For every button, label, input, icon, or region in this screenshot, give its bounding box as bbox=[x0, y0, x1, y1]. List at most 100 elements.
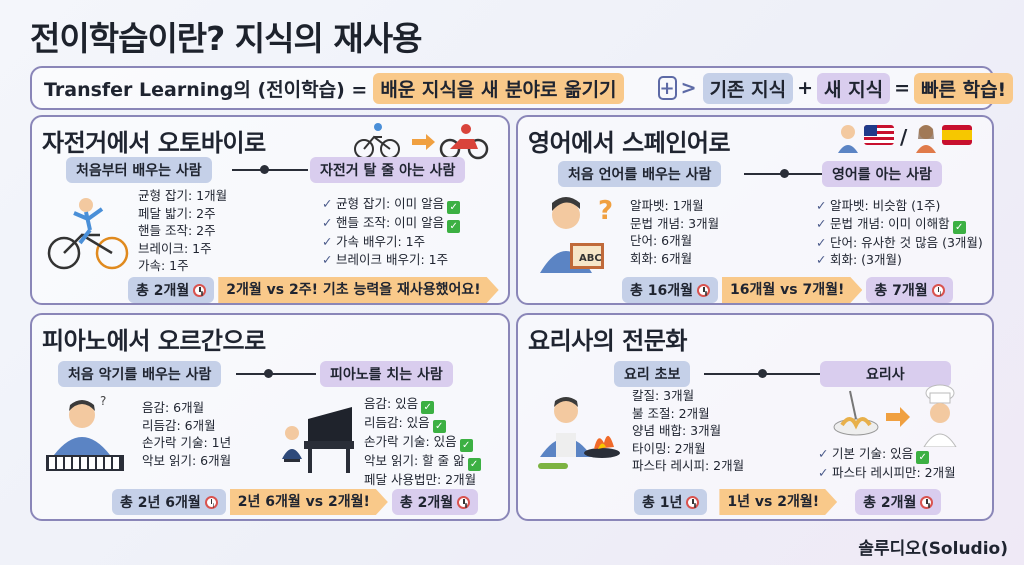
bottom-row: 총 2년 6개월 2년 6개월 vs 2개월! 총 2개월 bbox=[112, 489, 479, 515]
panel-title: 자전거에서 오토바이로 bbox=[42, 129, 266, 157]
comparison-arrow: 2년 6개월 vs 2개월! bbox=[230, 489, 388, 515]
us-flag-icon bbox=[864, 125, 894, 145]
connector-line bbox=[236, 373, 316, 375]
list-item: 브레이크: 1주 bbox=[138, 240, 212, 256]
falling-cyclist-icon bbox=[47, 198, 129, 270]
check-icon: ✓ bbox=[421, 401, 435, 414]
bottom-row: 총 1년 1년 vs 2개월! 총 2개월 bbox=[634, 489, 942, 515]
comparison-arrow: 2개월 vs 2주! 기초 능력을 재사용했어요! bbox=[218, 277, 498, 303]
slash-separator: / bbox=[900, 125, 908, 149]
list-item: 문법 개념: 3개월 bbox=[630, 215, 720, 231]
list-item: 페달 밟기: 2주 bbox=[138, 205, 216, 221]
list-item: 불 조절: 2개월 bbox=[632, 405, 710, 421]
alarm-clock-icon bbox=[204, 495, 218, 509]
alarm-clock-icon bbox=[931, 283, 945, 297]
list-item: 균형 잡기: 1개월 bbox=[138, 188, 228, 203]
person-icon bbox=[836, 123, 860, 153]
plus-icon: + bbox=[657, 76, 677, 100]
list-item: 핸들 조작: 2주 bbox=[138, 223, 216, 238]
check-icon: ✓ bbox=[447, 220, 461, 233]
panel-title: 요리사의 전문화 bbox=[528, 327, 687, 355]
right-items: 음감: 있음✓ 리듬감: 있음✓ 손가락 기술: 있음✓ 악보 읽기: 할 줄 … bbox=[364, 395, 481, 489]
left-label: 처음 악기를 배우는 사람 bbox=[58, 361, 222, 387]
connector-dot bbox=[780, 169, 789, 178]
list-item: 알파벳: 비슷함 (1주) bbox=[816, 197, 983, 215]
list-item: 손가락 기술: 있음✓ bbox=[364, 433, 481, 452]
svg-text:ABC: ABC bbox=[579, 253, 602, 264]
panel-title: 피아노에서 오르간으로 bbox=[42, 327, 266, 355]
right-label: 피아노를 치는 사람 bbox=[320, 361, 453, 387]
bottom-row: 총 16개월 16개월 vs 7개월! 총 7개월 bbox=[622, 277, 953, 303]
comparison-arrow: 16개월 vs 7개월! bbox=[722, 277, 862, 303]
list-item: 리듬감: 있음✓ bbox=[364, 414, 481, 433]
chevron-right-icon: > bbox=[680, 77, 697, 99]
right-label: 영어를 아는 사람 bbox=[822, 161, 942, 187]
list-item: 회화: 6개월 bbox=[630, 250, 693, 266]
page-title: 전이학습이란? 지식의 재사용 bbox=[30, 19, 422, 58]
new-knowledge: 새 지식 bbox=[817, 72, 891, 104]
right-total: 총 2개월 bbox=[855, 489, 942, 515]
alarm-clock-icon bbox=[697, 283, 710, 297]
left-total: 총 2년 6개월 bbox=[112, 489, 226, 515]
list-item: 단어: 유사한 것 많음 (3개월) bbox=[816, 234, 983, 252]
list-item: 가속: 1주 bbox=[138, 258, 189, 273]
svg-text:?: ? bbox=[100, 394, 106, 408]
list-item: 가속 배우기: 1주 bbox=[322, 233, 460, 251]
person-icon bbox=[914, 123, 938, 157]
panel-title: 영어에서 스페인어로 bbox=[528, 129, 731, 157]
spain-flag-icon bbox=[942, 125, 972, 145]
confused-student-icon: ABC ? bbox=[540, 196, 613, 273]
bicycle-rider-icon bbox=[354, 123, 489, 160]
check-icon: ✓ bbox=[432, 420, 446, 433]
connector-dot bbox=[260, 165, 269, 174]
fast-learning: 빠른 학습! bbox=[914, 72, 1014, 104]
list-item: 문법 개념: 이미 이해함✓ bbox=[816, 215, 983, 234]
connector-dot bbox=[758, 369, 767, 378]
existing-knowledge: 기존 지식 bbox=[702, 72, 794, 104]
left-label: 처음 언어를 배우는 사람 bbox=[558, 161, 722, 187]
panel-piano: 피아노에서 오르간으로 처음 악기를 배우는 사람 피아노를 치는 사람 ? 음… bbox=[30, 313, 510, 521]
list-item: 브레이크 배우기: 1주 bbox=[322, 251, 460, 269]
check-icon: ✓ bbox=[467, 458, 481, 471]
bottom-row: 총 2개월 2개월 vs 2주! 기초 능력을 재사용했어요! bbox=[128, 277, 499, 303]
panel-language: 영어에서 스페인어로 / 처음 언어를 배우는 사람 영어를 아는 사람 ABC… bbox=[516, 115, 994, 305]
comparison-arrow: 1년 vs 2개월! bbox=[719, 489, 837, 515]
list-item: 회화: (3개월) bbox=[816, 251, 983, 269]
right-label: 요리사 bbox=[820, 361, 951, 387]
left-total: 총 1년 bbox=[634, 489, 708, 515]
right-items: 기본 기술: 있음✓ 파스타 레시피만: 2개월 bbox=[818, 445, 956, 482]
definition-bar: Transfer Learning의 (전이학습) = 배운 지식을 새 분야로… bbox=[30, 66, 1014, 110]
left-total: 총 16개월 bbox=[622, 277, 718, 303]
definition-meaning: 배운 지식을 새 분야로 옮기기 bbox=[373, 72, 624, 104]
left-label: 요리 초보 bbox=[614, 361, 691, 387]
panel-chef: 요리사의 전문화 요리 초보 요리사 칼질: 3개월 불 조절: 2개월 양념 … bbox=[516, 313, 994, 521]
definition-term: Transfer Learning의 (전이학습) = bbox=[44, 78, 368, 101]
list-item: 양념 배합: 3개월 bbox=[632, 423, 722, 438]
right-total: 총 2개월 bbox=[391, 489, 479, 515]
svg-text:?: ? bbox=[598, 196, 613, 226]
list-item: 알파벳: 1개월 bbox=[630, 198, 704, 213]
check-icon: ✓ bbox=[952, 220, 966, 234]
list-item: 기본 기술: 있음✓ bbox=[818, 445, 956, 464]
list-item: 파스타 레시피: 2개월 bbox=[632, 458, 745, 473]
list-item: 파스타 레시피만: 2개월 bbox=[818, 464, 956, 482]
list-item: 균형 잡기: 이미 알음✓ bbox=[322, 195, 461, 214]
list-item: 단어: 6개월 bbox=[630, 233, 693, 248]
pasta-to-chef-icon bbox=[833, 384, 957, 447]
right-total: 총 7개월 bbox=[866, 277, 953, 303]
panel-bike: 자전거에서 오토바이로 처음부터 배우는 사람 자전거 탈 줄 아는 사람 균형… bbox=[30, 115, 510, 305]
left-items: 균형 잡기: 1개월 페달 밟기: 2주 핸들 조작: 2주 브레이크: 1주 … bbox=[138, 187, 227, 275]
brand-footer: 솔루디오(Soludio) bbox=[858, 539, 1008, 559]
list-item: 칼질: 3개월 bbox=[632, 388, 695, 403]
list-item: 음감: 있음✓ bbox=[364, 395, 481, 414]
check-icon: ✓ bbox=[916, 451, 930, 464]
left-items: 알파벳: 1개월 문법 개념: 3개월 단어: 6개월 회화: 6개월 bbox=[630, 197, 719, 267]
left-items: 칼질: 3개월 불 조절: 2개월 양념 배합: 3개월 타이밍: 2개월 파스… bbox=[632, 387, 744, 475]
right-items: 알파벳: 비슷함 (1주) 문법 개념: 이미 이해함✓ 단어: 유사한 것 많… bbox=[816, 197, 983, 269]
alarm-clock-icon bbox=[686, 495, 700, 509]
list-item: 리듬감: 6개월 bbox=[142, 417, 216, 433]
left-items: 음감: 6개월 리듬감: 6개월 손가락 기술: 1년 악보 읽기: 6개월 bbox=[142, 399, 231, 469]
equals-operator: = bbox=[894, 77, 911, 99]
alarm-clock-icon bbox=[457, 495, 471, 509]
grand-piano-icon bbox=[282, 407, 354, 473]
